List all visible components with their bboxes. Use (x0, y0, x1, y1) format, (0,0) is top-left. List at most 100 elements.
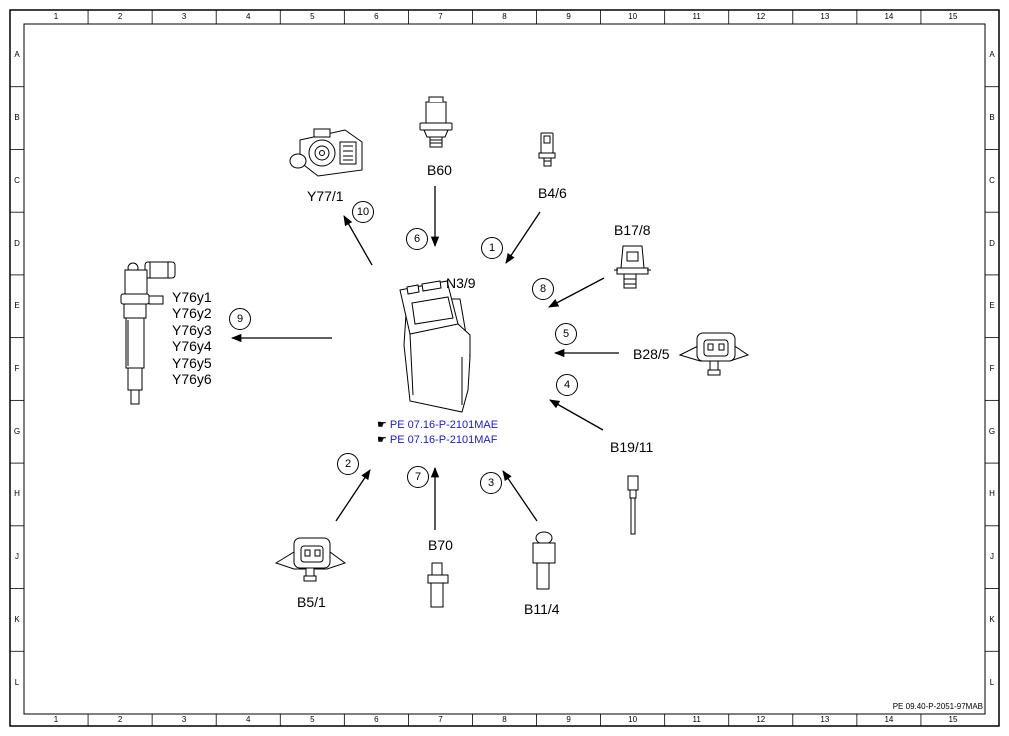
doc-link-maf-text[interactable]: PE 07.16-P-2101MAF (389, 434, 498, 446)
label-b60: B60 (427, 162, 452, 178)
grid-row-label-right: G (988, 426, 996, 436)
grid-row-label-right: H (989, 489, 995, 499)
grid-column-label-bottom: 9 (566, 715, 571, 724)
label-b19-11: B19/11 (610, 439, 654, 455)
grid-column-label-bottom: 6 (374, 715, 379, 724)
grid-column-label-top: 8 (502, 12, 507, 21)
inner-border (23, 23, 986, 715)
pointing-hand-icon: ☛ (377, 434, 387, 446)
callout-9: 9 (229, 308, 251, 330)
label-y76y2: Y76y2 (172, 305, 212, 322)
grid-row-label-left: G (13, 426, 21, 436)
grid-row-label-right: D (989, 238, 995, 248)
grid-row-label-right: A (989, 50, 995, 60)
grid-ticks (10, 10, 999, 726)
grid-row-label-right: L (989, 677, 995, 687)
callout-10: 10 (352, 201, 374, 223)
arrow-3 (502, 470, 538, 522)
grid-column-label-bottom: 14 (884, 715, 894, 724)
label-y76y5: Y76y5 (172, 354, 212, 371)
grid-row-label-left: E (14, 301, 20, 311)
grid-column-label-top: 2 (117, 12, 123, 21)
grid-column-label-top: 9 (566, 12, 571, 21)
grid-row-label-left: L (14, 677, 20, 687)
grid-row-label-right: E (989, 301, 995, 311)
arrow-2 (335, 469, 371, 522)
callout-7: 7 (407, 466, 429, 488)
grid-row-label-left: D (14, 238, 20, 248)
temperature-sensor-b19-11-icon (627, 475, 639, 535)
grid-row-label-left: H (14, 489, 20, 499)
grid-row-label-left: J (15, 552, 19, 562)
grid-column-label-bottom: 3 (181, 715, 187, 724)
grid-column-label-bottom: 10 (628, 715, 638, 724)
label-b4-6: B4/6 (538, 185, 567, 201)
injector-label-list: Y76y1 Y76y2 Y76y3 Y76y4 Y76y5 Y76y6 (172, 289, 212, 387)
label-b11-4: B11/4 (524, 601, 560, 617)
sensor-b70-icon (427, 562, 449, 608)
grid-column-label-bottom: 8 (502, 715, 507, 724)
label-y76y4: Y76y4 (172, 338, 212, 355)
grid-column-label-top: 1 (53, 12, 59, 21)
grid-column-label-bottom: 5 (310, 715, 315, 724)
grid-row-label-right: J (990, 552, 994, 562)
grid-row-label-right: B (989, 113, 995, 123)
grid-column-label-bottom: 11 (692, 715, 701, 724)
callout-8: 8 (532, 278, 554, 300)
grid-row-label-left: C (14, 175, 20, 185)
label-b5-1: B5/1 (297, 594, 326, 610)
arrow-4 (549, 399, 604, 431)
doc-link-maf[interactable]: ☛PE 07.16-P-2101MAF (377, 433, 498, 447)
grid-row-label-right: C (989, 175, 995, 185)
grid-column-label-top: 4 (245, 12, 251, 21)
grid-column-label-top: 5 (310, 12, 315, 21)
control-unit-n3-9-icon (399, 280, 471, 413)
grid-row-label-left: K (14, 614, 20, 624)
pressure-sensor-b28-5-icon (678, 332, 750, 376)
injector-y76-icon (120, 261, 176, 405)
callout-5: 5 (555, 323, 577, 345)
label-y76y1: Y76y1 (172, 289, 212, 305)
label-b17-8: B17/8 (614, 222, 651, 238)
grid-row-label-right: F (989, 364, 995, 373)
label-y76y3: Y76y3 (172, 321, 212, 338)
label-y77-1: Y77/1 (307, 188, 344, 204)
grid-column-label-top: 15 (948, 12, 958, 21)
pointing-hand-icon: ☛ (377, 419, 387, 431)
label-b70: B70 (428, 537, 453, 553)
valve-y77-1-icon (289, 128, 363, 177)
callout-6: 6 (406, 228, 428, 250)
grid-column-label-top: 7 (438, 12, 443, 21)
grid-column-label-top: 3 (181, 12, 187, 21)
label-y76y6: Y76y6 (172, 371, 212, 388)
signal-arrows (230, 186, 619, 530)
drawing-reference: PE 09.40-P-2051-97MAB (892, 702, 983, 711)
pressure-sensor-b5-1-icon (274, 537, 347, 582)
doc-link-mae[interactable]: ☛PE 07.16-P-2101MAE (377, 418, 498, 432)
grid-row-label-right: K (989, 614, 995, 624)
grid-column-label-bottom: 1 (53, 715, 59, 724)
grid-column-label-bottom: 13 (820, 715, 830, 724)
grid-row-label-left: B (14, 113, 20, 123)
grid-column-label-bottom: 7 (438, 715, 443, 724)
callout-4: 4 (556, 374, 578, 396)
callout-1: 1 (481, 237, 503, 259)
grid-column-label-bottom: 4 (245, 715, 251, 724)
grid-column-label-bottom: 15 (948, 715, 958, 724)
grid-column-label-bottom: 2 (117, 715, 123, 724)
callout-3: 3 (480, 472, 502, 494)
doc-link-mae-text[interactable]: PE 07.16-P-2101MAE (389, 419, 499, 431)
sensor-b11-4-icon (532, 531, 556, 590)
control-unit-label: N3/9 (446, 275, 476, 291)
grid-row-label-left: A (14, 50, 20, 60)
pressure-sensor-b60-icon (419, 96, 453, 148)
grid-column-label-top: 10 (628, 12, 638, 21)
grid-column-label-top: 13 (820, 12, 830, 21)
arrow-1 (505, 211, 541, 264)
callout-2: 2 (337, 453, 359, 475)
sensor-b17-8-icon (614, 245, 651, 289)
sensor-b4-6-icon (538, 132, 556, 167)
grid-column-label-top: 14 (884, 12, 894, 21)
grid-column-label-top: 6 (374, 12, 379, 21)
